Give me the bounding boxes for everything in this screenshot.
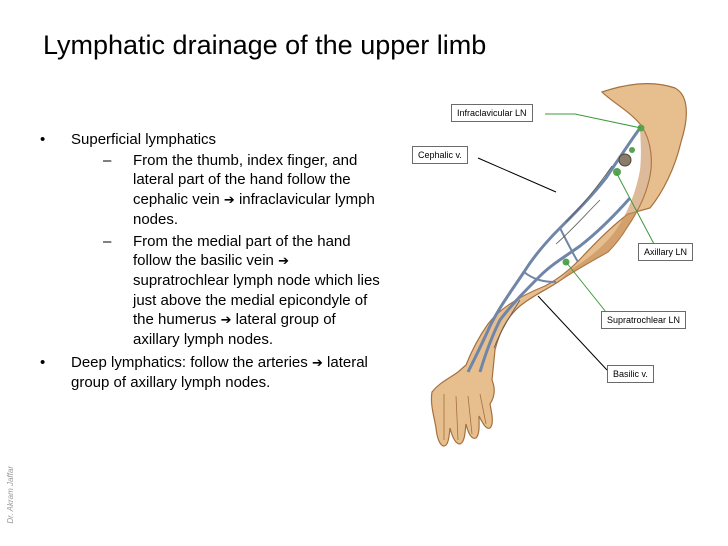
subbullet-cephalic-text: From the thumb, index finger, and latera…: [133, 152, 358, 208]
leader-basilic: [537, 295, 608, 371]
slide-title: Lymphatic drainage of the upper limb: [43, 30, 487, 60]
arrow-icon: ➔: [311, 356, 323, 372]
vein-branch: [523, 227, 579, 283]
label-supratrochlear-ln: Supratrochlear LN: [601, 311, 687, 329]
leader-cephalic: [477, 157, 557, 193]
subbullet-cephalic: From the thumb, index finger, and latera…: [102, 151, 380, 229]
label-infraclavicular-ln: Infraclavicular LN: [451, 104, 533, 122]
lymphatic-vessels: [493, 165, 613, 349]
label-cephalic-vein: Cephalic v.: [412, 146, 468, 164]
leader-infraclavicular: [545, 113, 642, 129]
leader-supratrochlear: [565, 261, 607, 313]
arrow-icon: ➔: [278, 254, 289, 270]
subbullet-basilic-middle: supratrochlear lymph node which lies jus…: [133, 272, 380, 328]
bullet-list: Superficial lymphatics From the thumb, i…: [40, 130, 380, 397]
arrow-icon: ➔: [223, 192, 235, 208]
basilic-vein: [478, 197, 632, 373]
subbullet-basilic: From the medial part of the hand follow …: [102, 232, 380, 349]
bullet-deep: Deep lymphatics: follow the arteries ➔ l…: [40, 353, 380, 392]
arrow-icon: ➔: [220, 312, 232, 328]
bullet-deep-target: lateral group of axillary lymph nodes.: [71, 354, 368, 392]
bullet-superficial: Superficial lymphatics From the thumb, i…: [40, 130, 380, 349]
subbullet-cephalic-target: infraclavicular lymph nodes.: [133, 190, 375, 228]
bullet-deep-text: Deep lymphatics: follow the arteries: [71, 354, 308, 372]
label-basilic-vein: Basilic v.: [607, 365, 654, 383]
arm-silhouette: [430, 83, 687, 447]
cephalic-vein: [466, 127, 642, 373]
subbullet-basilic-target: lateral group of axillary lymph nodes.: [133, 310, 336, 349]
hand-detail: [443, 393, 487, 441]
label-axillary-ln: Axillary LN: [638, 243, 694, 261]
subbullet-basilic-text: From the medial part of the hand follow …: [133, 233, 351, 270]
bullet-superficial-text: Superficial lymphatics: [71, 131, 217, 148]
axillary-lymph-nodes: [613, 147, 635, 176]
leader-axillary: [615, 171, 655, 245]
